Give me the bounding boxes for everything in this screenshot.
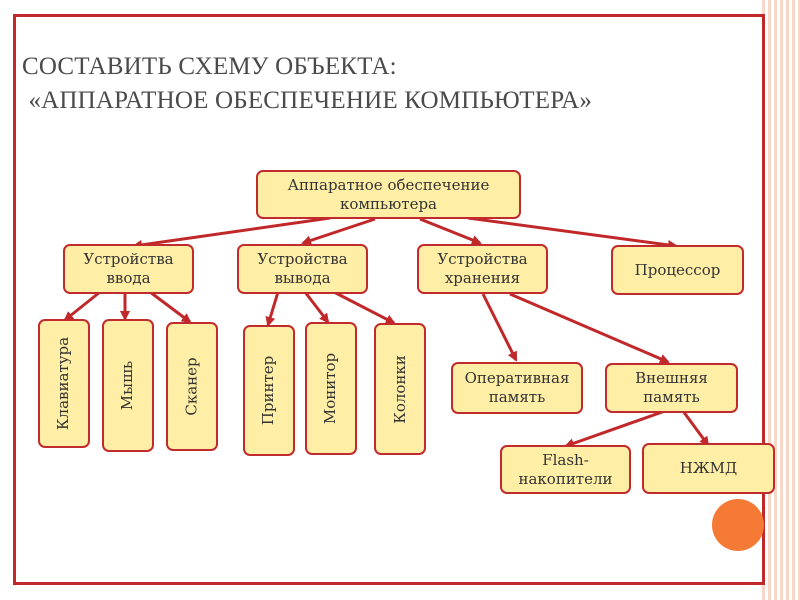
arrow-storage-to-external	[509, 292, 670, 364]
arrow-external-to-flash	[564, 409, 666, 449]
node-speakers-label: Колонки	[390, 354, 409, 424]
node-hardware-root: Аппаратное обеспечение компьютера	[256, 170, 521, 219]
node-speakers: Колонки	[374, 323, 426, 455]
node-keyboard: Клавиатура	[38, 319, 90, 448]
node-scanner-label: Сканер	[182, 357, 201, 416]
arrow-external-to-hdd	[681, 410, 710, 447]
decorative-stripes	[762, 0, 800, 600]
node-flash-drives: Flash- накопители	[500, 445, 631, 494]
arrow-root-to-input	[132, 216, 331, 250]
node-output-devices: Устройства вывода	[237, 244, 368, 294]
node-keyboard-label: Клавиатура	[54, 336, 73, 431]
arrow-root-to-output	[301, 217, 376, 246]
node-printer-label: Принтер	[259, 355, 278, 426]
arrow-root-to-processor	[467, 216, 678, 250]
title-line-2: «АППАРАТНОЕ ОБЕСПЕЧЕНИЕ КОМПЬЮТЕРА»	[22, 87, 593, 114]
node-external-memory: Внешняя память	[605, 363, 738, 413]
arrow-input-to-scanner	[149, 290, 192, 324]
node-flash-drives-label: Flash- накопители	[518, 450, 613, 488]
node-monitor-label: Монитор	[321, 352, 340, 425]
node-hdd: НЖМД	[642, 443, 775, 494]
node-ram-label: Оперативная память	[464, 369, 570, 406]
node-printer: Принтер	[243, 325, 295, 456]
node-monitor: Монитор	[305, 322, 357, 455]
node-storage-devices: Устройства хранения	[417, 244, 548, 294]
arrow-input-to-keyboard	[63, 290, 101, 322]
node-storage-devices-label: Устройства хранения	[437, 250, 528, 287]
arrow-output-to-speakers	[329, 288, 396, 325]
arrow-root-to-storage	[419, 217, 482, 245]
slide-frame	[13, 14, 765, 585]
node-ram: Оперативная память	[451, 362, 583, 414]
node-mouse-label: Мышь	[118, 360, 137, 411]
node-hdd-label: НЖМД	[679, 459, 738, 477]
node-input-devices: Устройства ввода	[63, 244, 194, 294]
node-external-memory-label: Внешняя память	[635, 369, 708, 406]
title-line-1: СОСТАВИТЬ СХЕМУ ОБЪЕКТА:	[22, 53, 397, 80]
node-mouse: Мышь	[102, 319, 154, 452]
node-input-devices-label: Устройства ввода	[83, 250, 174, 287]
arrow-output-to-printer	[265, 291, 280, 327]
slide-title: СОСТАВИТЬ СХЕМУ ОБЪЕКТА: «АППАРАТНОЕ ОБЕ…	[22, 50, 592, 118]
node-output-devices-label: Устройства вывода	[257, 250, 348, 287]
arrow-storage-to-ram	[481, 293, 518, 362]
node-processor-label: Процессор	[634, 260, 721, 279]
arrow-output-to-monitor	[303, 291, 330, 324]
decorative-circle	[712, 499, 764, 551]
node-scanner: Сканер	[166, 322, 218, 451]
node-hardware-root-label: Аппаратное обеспечение компьютера	[287, 175, 490, 213]
node-processor: Процессор	[611, 245, 744, 295]
